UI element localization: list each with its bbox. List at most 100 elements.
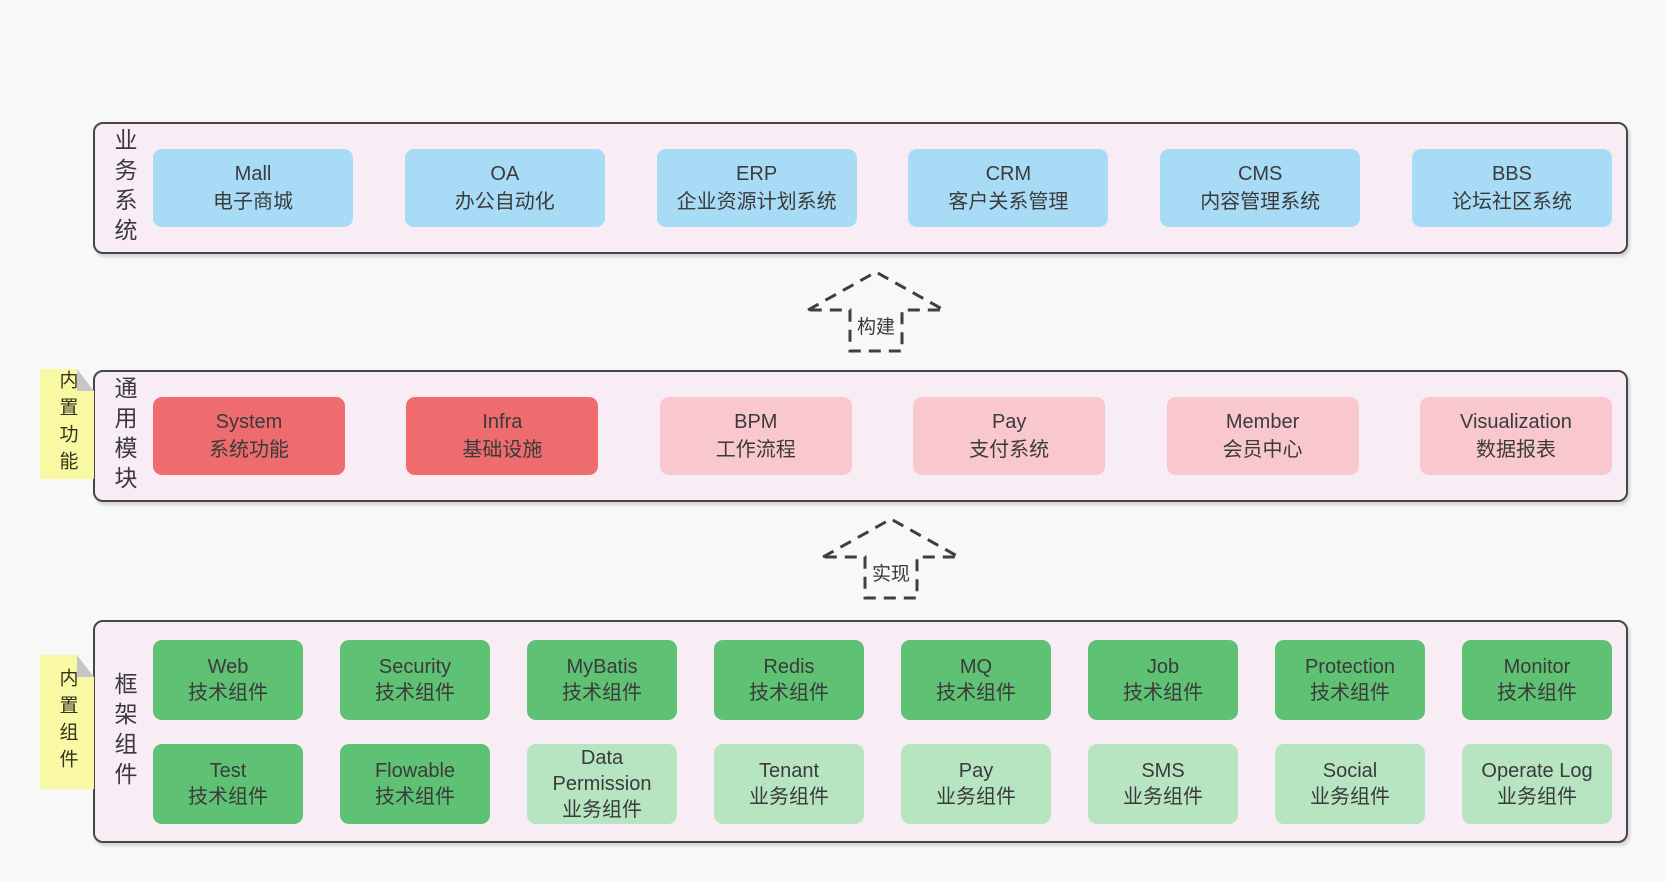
box-title: Infra bbox=[482, 411, 523, 433]
box-title: Job bbox=[1146, 655, 1180, 678]
folded-corner-icon bbox=[77, 655, 94, 677]
box-title: System bbox=[215, 411, 283, 433]
implement-arrow-label: 实现 bbox=[871, 564, 910, 585]
box-subtitle: 技术组件 bbox=[749, 681, 829, 704]
panel-business-systems: 业务系统 Mall 电子商城 OA 办公自动化 ERP 企业资源计划系统 CRM… bbox=[93, 122, 1628, 254]
implement-arrow-icon: 实现 bbox=[811, 517, 971, 601]
box-oa: OA 办公自动化 bbox=[404, 149, 605, 227]
box-redis: Redis 技术组件 bbox=[714, 639, 864, 720]
box-visualization: Visualization 数据报表 bbox=[1419, 397, 1612, 475]
box-subtitle: 业务组件 bbox=[1497, 785, 1577, 808]
box-bbs: BBS 论坛社区系统 bbox=[1411, 149, 1612, 227]
box-subtitle: 系统功能 bbox=[209, 439, 289, 461]
box-infra: Infra 基础设施 bbox=[406, 397, 599, 475]
box-job: Job 技术组件 bbox=[1088, 639, 1238, 720]
build-arrow-icon: 构建 bbox=[796, 270, 956, 354]
box-title: SMS bbox=[1141, 759, 1185, 782]
box-title: Visualization bbox=[1459, 411, 1572, 433]
box-member: Member 会员中心 bbox=[1166, 397, 1359, 475]
box-title: Mall bbox=[234, 163, 272, 185]
box-subtitle: 业务组件 bbox=[1310, 785, 1390, 808]
box-subtitle: 基础设施 bbox=[462, 439, 543, 461]
box-subtitle: 办公自动化 bbox=[454, 191, 555, 213]
box-title: CRM bbox=[985, 163, 1032, 185]
box-subtitle: 工作流程 bbox=[715, 439, 796, 461]
box-title: Pay bbox=[991, 411, 1027, 433]
sticky-note-text: 内置功能 bbox=[56, 370, 78, 478]
box-title: MyBatis bbox=[566, 655, 638, 678]
common-modules-row: System 系统功能 Infra 基础设施 BPM 工作流程 Pay 支付系统… bbox=[139, 397, 1626, 475]
box-subtitle: 客户关系管理 bbox=[948, 191, 1069, 213]
box-social: Social 业务组件 bbox=[1275, 743, 1425, 824]
sticky-note-text: 内置组件 bbox=[56, 668, 78, 776]
box-bpm: BPM 工作流程 bbox=[659, 397, 852, 475]
box-title: Web bbox=[207, 655, 249, 678]
box-subtitle: 技术组件 bbox=[375, 681, 455, 704]
box-sms: SMS 业务组件 bbox=[1088, 743, 1238, 824]
box-subtitle: 业务组件 bbox=[1123, 785, 1203, 808]
box-title: Data Permission bbox=[552, 746, 652, 795]
box-subtitle: 论坛社区系统 bbox=[1451, 191, 1572, 213]
box-mybatis: MyBatis 技术组件 bbox=[527, 639, 677, 720]
panel-label-framework-components: 框架组件 bbox=[111, 671, 137, 792]
box-subtitle: 技术组件 bbox=[1123, 681, 1203, 704]
box-title: Redis bbox=[763, 655, 815, 678]
box-title: CMS bbox=[1237, 163, 1283, 185]
box-pay-component: Pay 业务组件 bbox=[901, 743, 1051, 824]
box-subtitle: 技术组件 bbox=[1497, 681, 1577, 704]
framework-components-grid: Web 技术组件 Security 技术组件 MyBatis 技术组件 Redi… bbox=[139, 639, 1626, 824]
box-title: Pay bbox=[958, 759, 994, 782]
box-subtitle: 技术组件 bbox=[936, 681, 1016, 704]
box-pay-module: Pay 支付系统 bbox=[913, 397, 1106, 475]
box-title: MQ bbox=[959, 655, 993, 678]
box-title: Flowable bbox=[374, 759, 456, 782]
box-subtitle: 技术组件 bbox=[188, 785, 268, 808]
box-monitor: Monitor 技术组件 bbox=[1462, 639, 1612, 720]
box-title: Operate Log bbox=[1481, 759, 1593, 782]
box-subtitle: 内容管理系统 bbox=[1200, 191, 1321, 213]
box-mall: Mall 电子商城 bbox=[153, 149, 353, 227]
box-subtitle: 电子商城 bbox=[213, 191, 293, 213]
box-subtitle: 技术组件 bbox=[1310, 681, 1390, 704]
business-systems-row: Mall 电子商城 OA 办公自动化 ERP 企业资源计划系统 CRM 客户关系… bbox=[139, 149, 1626, 227]
box-title: Tenant bbox=[758, 759, 820, 782]
box-title: Protection bbox=[1304, 655, 1396, 678]
box-data-permission: Data Permission 业务组件 bbox=[527, 743, 677, 824]
box-title: BPM bbox=[734, 411, 778, 433]
box-subtitle: 业务组件 bbox=[749, 785, 829, 808]
sticky-note-built-in-features: 内置功能 bbox=[40, 369, 94, 479]
build-arrow-label: 构建 bbox=[856, 317, 895, 338]
box-subtitle: 数据报表 bbox=[1475, 439, 1556, 461]
box-title: Monitor bbox=[1503, 655, 1571, 678]
box-system: System 系统功能 bbox=[153, 397, 345, 475]
box-tenant: Tenant 业务组件 bbox=[714, 743, 864, 824]
box-subtitle: 技术组件 bbox=[375, 785, 455, 808]
panel-label-common-modules: 通用模块 bbox=[111, 376, 137, 496]
box-test: Test 技术组件 bbox=[153, 743, 303, 824]
box-operate-log: Operate Log 业务组件 bbox=[1462, 743, 1612, 824]
box-crm: CRM 客户关系管理 bbox=[908, 149, 1109, 227]
box-subtitle: 技术组件 bbox=[188, 681, 268, 704]
panel-framework-components: 框架组件 Web 技术组件 Security 技术组件 MyBatis 技术组件… bbox=[93, 620, 1628, 843]
box-subtitle: 企业资源计划系统 bbox=[676, 191, 837, 213]
box-subtitle: 技术组件 bbox=[562, 681, 642, 704]
box-subtitle: 业务组件 bbox=[562, 798, 642, 821]
box-flowable: Flowable 技术组件 bbox=[340, 743, 490, 824]
box-subtitle: 业务组件 bbox=[936, 785, 1016, 808]
panel-label-business-systems: 业务系统 bbox=[111, 128, 137, 248]
box-subtitle: 会员中心 bbox=[1222, 439, 1303, 461]
box-title: Member bbox=[1225, 411, 1300, 433]
box-title: Social bbox=[1322, 759, 1378, 782]
panel-common-modules: 通用模块 System 系统功能 Infra 基础设施 BPM 工作流程 Pay… bbox=[93, 370, 1628, 502]
box-web: Web 技术组件 bbox=[153, 639, 303, 720]
folded-corner-icon bbox=[77, 369, 94, 391]
box-title: Security bbox=[378, 655, 452, 678]
box-mq: MQ 技术组件 bbox=[901, 639, 1051, 720]
box-security: Security 技术组件 bbox=[340, 639, 490, 720]
box-erp: ERP 企业资源计划系统 bbox=[656, 149, 857, 227]
framework-row-2: Test 技术组件 Flowable 技术组件 Data Permission … bbox=[139, 743, 1626, 824]
sticky-note-built-in-components: 内置组件 bbox=[40, 655, 94, 789]
box-cms: CMS 内容管理系统 bbox=[1160, 149, 1361, 227]
box-title: OA bbox=[490, 163, 520, 185]
